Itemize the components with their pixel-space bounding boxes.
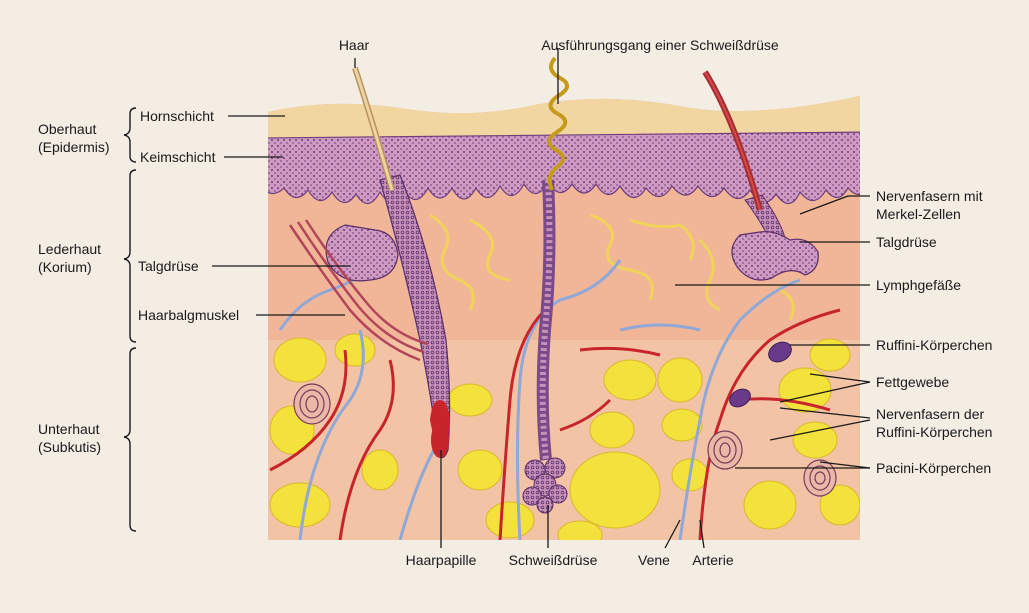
label-talgdruese-right: Talgdrüse — [876, 234, 937, 251]
label-keimschicht: Keimschicht — [140, 149, 215, 166]
label-nervenfasern-merkel: Nervenfasern mit Merkel-Zellen — [876, 187, 983, 223]
tissue-block — [260, 90, 870, 550]
label-ruffini: Ruffini-Körperchen — [876, 337, 992, 354]
label-pacini: Pacini-Körperchen — [876, 460, 991, 477]
label-lymphgefaesse: Lymphgefäße — [876, 277, 961, 294]
label-haarpapille: Haarpapille — [406, 552, 477, 569]
label-vene: Vene — [638, 552, 670, 569]
label-talgdruese-left: Talgdrüse — [138, 258, 199, 275]
label-arterie: Arterie — [692, 552, 733, 569]
layer-lederhaut: Lederhaut (Korium) — [38, 240, 101, 276]
layer-lederhaut-latin: (Korium) — [38, 258, 101, 276]
layer-unterhaut-name: Unterhaut — [38, 420, 101, 438]
layer-oberhaut-latin: (Epidermis) — [38, 138, 110, 156]
layer-unterhaut-latin: (Subkutis) — [38, 438, 101, 456]
label-schweissdruese: Schweißdrüse — [509, 552, 598, 569]
layer-oberhaut: Oberhaut (Epidermis) — [38, 120, 110, 156]
label-nervenfasern-merkel-line2: Merkel-Zellen — [876, 205, 983, 223]
label-nervenfasern-ruffini-line1: Nervenfasern der — [876, 405, 992, 423]
label-haarbalgmuskel: Haarbalgmuskel — [138, 307, 239, 324]
layer-oberhaut-name: Oberhaut — [38, 120, 110, 138]
label-hornschicht: Hornschicht — [140, 108, 214, 125]
label-nervenfasern-ruffini: Nervenfasern der Ruffini-Körperchen — [876, 405, 992, 441]
layer-unterhaut: Unterhaut (Subkutis) — [38, 420, 101, 456]
label-haar: Haar — [339, 37, 369, 54]
label-ausfuehrungsgang: Ausführungsgang einer Schweißdrüse — [541, 37, 778, 54]
hair-papilla — [431, 422, 449, 458]
label-nervenfasern-ruffini-line2: Ruffini-Körperchen — [876, 423, 992, 441]
layer-lederhaut-name: Lederhaut — [38, 240, 101, 258]
layer-brackets — [124, 108, 136, 531]
label-nervenfasern-merkel-line1: Nervenfasern mit — [876, 187, 983, 205]
label-fettgewebe: Fettgewebe — [876, 374, 949, 391]
